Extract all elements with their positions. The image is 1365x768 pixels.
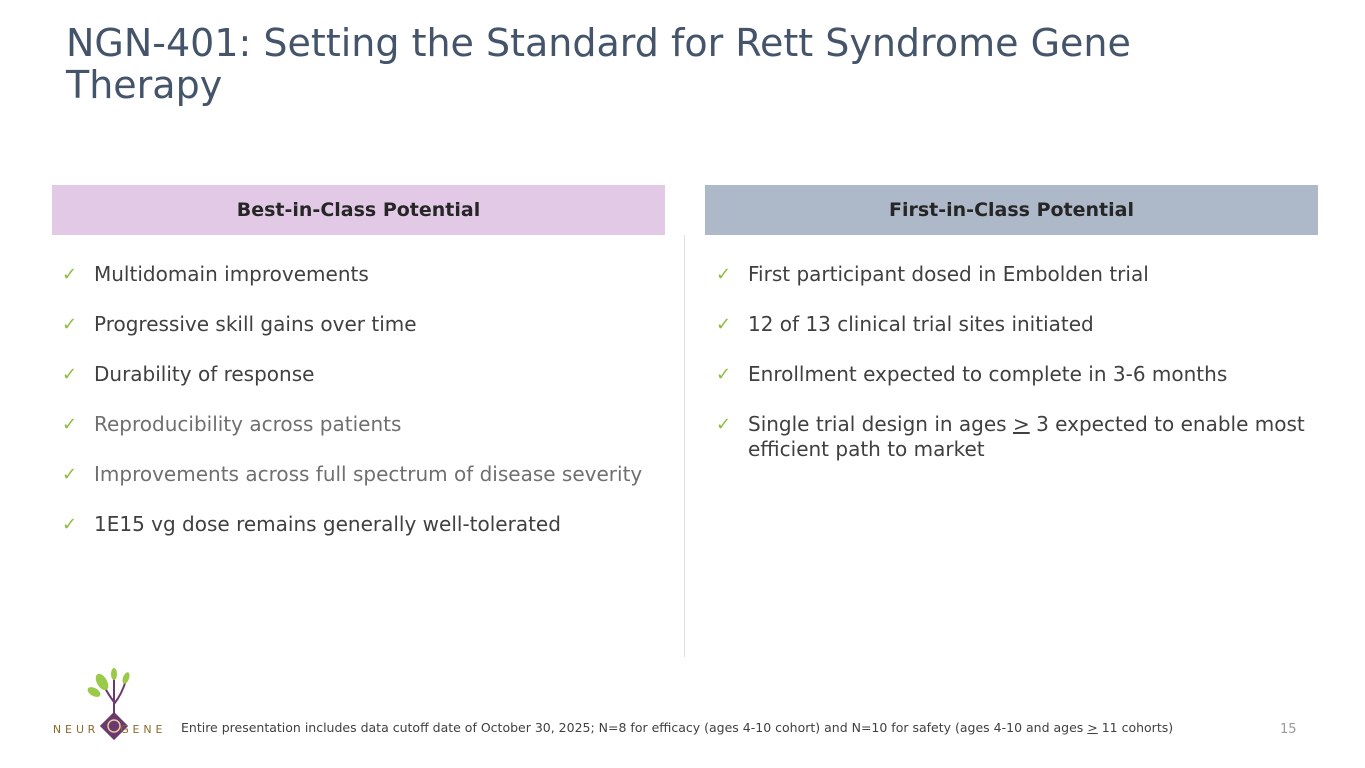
best-in-class-list: ✓ Multidomain improvements ✓ Progressive s…	[62, 262, 652, 562]
list-item-text: Single trial design in ages > 3 expected…	[748, 412, 1305, 461]
first-in-class-header: First-in-Class Potential	[705, 185, 1318, 235]
checkmark-icon: ✓	[716, 364, 732, 385]
list-item-text: Reproducibility across patients	[94, 412, 402, 436]
list-item-text: 12 of 13 clinical trial sites initiated	[748, 312, 1094, 336]
list-item: ✓ Progressive skill gains over time	[62, 312, 652, 337]
footnote: Entire presentation includes data cutoff…	[181, 720, 1174, 735]
greater-equal-symbol: >	[1087, 720, 1098, 735]
logo-wordmark: N E U R G E N E	[52, 722, 163, 736]
list-item: ✓ Multidomain improvements	[62, 262, 652, 287]
list-item: ✓ Enrollment expected to complete in 3-6 …	[716, 362, 1306, 387]
checkmark-icon: ✓	[62, 364, 78, 385]
list-item-text: Improvements across full spectrum of dis…	[94, 462, 643, 486]
first-in-class-list: ✓ First participant dosed in Embolden tri…	[716, 262, 1306, 487]
list-item-text: Enrollment expected to complete in 3-6 m…	[748, 362, 1228, 386]
checkmark-icon: ✓	[716, 414, 732, 435]
checkmark-icon: ✓	[62, 314, 78, 335]
slide-title: NGN-401: Setting the Standard for Rett S…	[66, 21, 1131, 107]
column-divider	[684, 235, 685, 657]
list-item: ✓ Durability of response	[62, 362, 652, 387]
checkmark-icon: ✓	[62, 514, 78, 535]
page-number: 15	[1280, 722, 1297, 737]
best-in-class-header: Best-in-Class Potential	[52, 185, 665, 235]
list-item: ✓ Single trial design in ages > 3 expecte…	[716, 412, 1306, 462]
first-in-class-header-label: First-in-Class Potential	[889, 199, 1134, 221]
checkmark-icon: ✓	[716, 264, 732, 285]
list-item-text: First participant dosed in Embolden tria…	[748, 262, 1149, 286]
list-item-text: 1E15 vg dose remains generally well-tole…	[94, 512, 561, 536]
checkmark-icon: ✓	[716, 314, 732, 335]
list-item: ✓ 1E15 vg dose remains generally well-tol…	[62, 512, 652, 537]
greater-equal-symbol: >	[1012, 412, 1030, 436]
checkmark-icon: ✓	[62, 264, 78, 285]
list-item-text: Durability of response	[94, 362, 315, 386]
checkmark-icon: ✓	[62, 414, 78, 435]
neurogene-logo	[87, 668, 130, 741]
list-item: ✓ Reproducibility across patients	[62, 412, 652, 437]
list-item-text: Multidomain improvements	[94, 262, 369, 286]
best-in-class-header-label: Best-in-Class Potential	[236, 199, 481, 221]
list-item: ✓ First participant dosed in Embolden tri…	[716, 262, 1306, 287]
list-item: ✓ 12 of 13 clinical trial sites initiated	[716, 312, 1306, 337]
list-item: ✓ Improvements across full spectrum of di…	[62, 462, 652, 487]
checkmark-icon: ✓	[62, 464, 78, 485]
list-item-text: Progressive skill gains over time	[94, 312, 417, 336]
